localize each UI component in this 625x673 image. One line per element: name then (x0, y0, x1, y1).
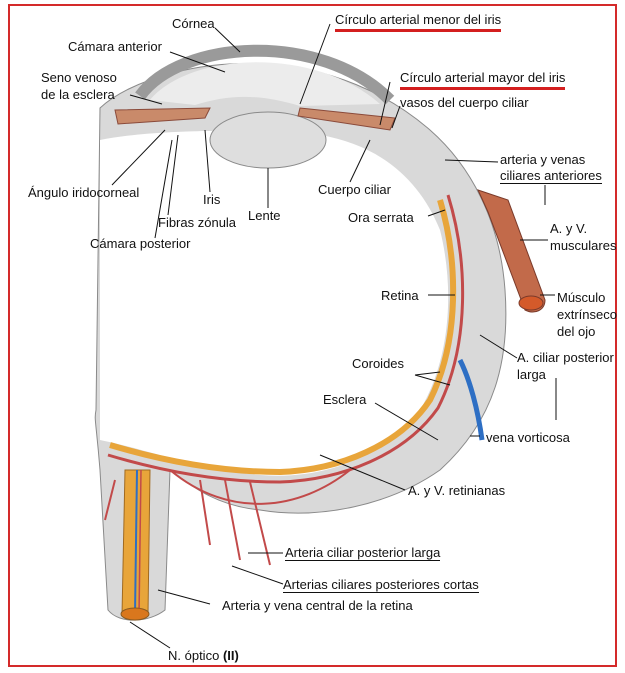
label-retinal-vessels: A. y V. retinianas (408, 483, 505, 498)
label-anterior-chamber: Cámara anterior (68, 39, 162, 54)
optic-nerve-name: N. óptico (168, 648, 219, 663)
label-zonular-fibers: Fibras zónula (158, 215, 236, 230)
label-extrinsic-muscle-line1: Músculo (557, 290, 605, 305)
optic-nerve-end (121, 608, 149, 620)
label-optic-nerve: N. óptico (II) (168, 648, 239, 663)
label-iridocorneal-angle: Ángulo iridocorneal (28, 185, 139, 200)
label-extrinsic-muscle-line2: extrínseco (557, 307, 617, 322)
label-short-posterior-ciliary-arteries: Arterias ciliares posteriores cortas (283, 577, 479, 593)
label-minor-arterial-circle: Círculo arterial menor del iris (335, 12, 501, 32)
lens (210, 112, 326, 168)
vitreous-cavity (100, 131, 448, 476)
label-long-posterior-ciliary-line2: larga (517, 367, 546, 382)
label-scleral-sinus-line1: Seno venoso (41, 70, 117, 85)
label-long-posterior-ciliary-artery: Arteria ciliar posterior larga (285, 545, 440, 561)
label-extrinsic-muscle-line3: del ojo (557, 324, 595, 339)
label-lens: Lente (248, 208, 281, 223)
label-posterior-chamber: Cámara posterior (90, 236, 190, 251)
label-scleral-sinus-line2: de la esclera (41, 87, 115, 102)
label-muscular-vessels-line2: musculares (550, 238, 616, 253)
label-anterior-ciliary-line1: arteria y venas (500, 152, 585, 167)
label-sclera: Esclera (323, 392, 366, 407)
label-muscular-vessels-line1: A. y V. (550, 221, 587, 236)
label-central-retinal-vessels: Arteria y vena central de la retina (222, 598, 413, 613)
label-major-arterial-circle: Círculo arterial mayor del iris (400, 70, 565, 90)
label-choroid: Coroides (352, 356, 404, 371)
label-ciliary-body-vessels: vasos del cuerpo ciliar (400, 95, 529, 110)
label-long-posterior-ciliary-line1: A. ciliar posterior (517, 350, 614, 365)
label-iris: Iris (203, 192, 220, 207)
label-ora-serrata: Ora serrata (348, 210, 414, 225)
label-cornea: Córnea (172, 16, 215, 31)
label-ciliary-body: Cuerpo ciliar (318, 182, 391, 197)
label-vorticose-vein: vena vorticosa (486, 430, 570, 445)
label-retina: Retina (381, 288, 419, 303)
optic-nerve-number: (II) (223, 648, 239, 663)
muscle-end (519, 296, 543, 310)
label-anterior-ciliary-line2: ciliares anteriores (500, 168, 602, 184)
